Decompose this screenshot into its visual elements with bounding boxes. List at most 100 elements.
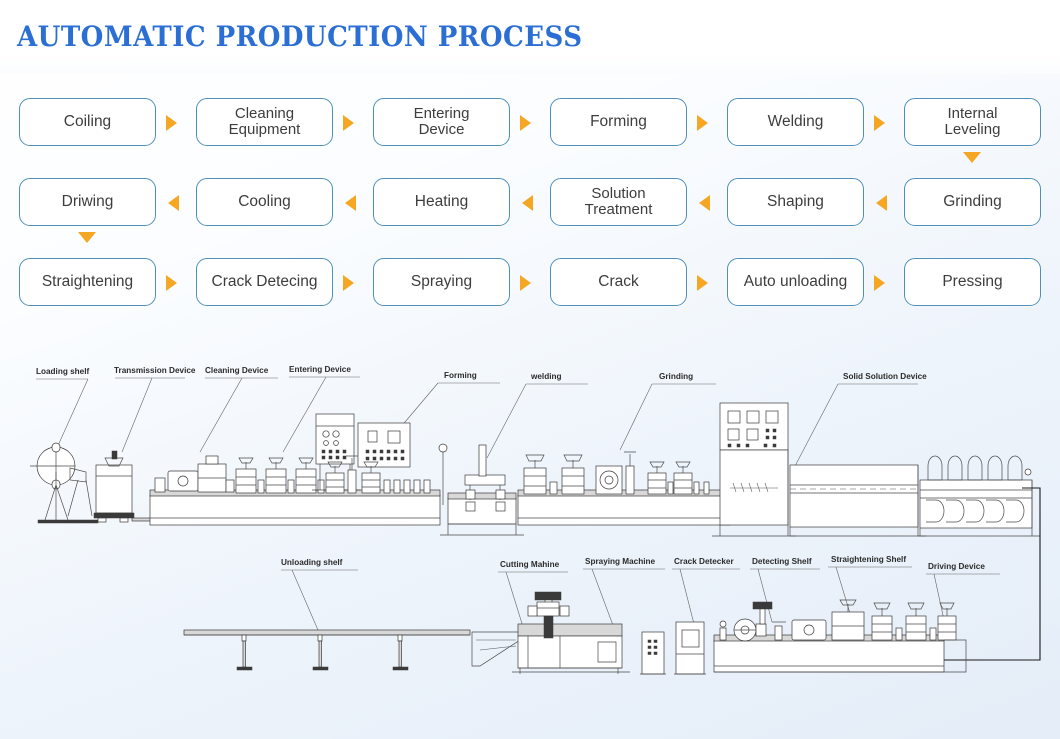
flow-step-welding[interactable]: Welding xyxy=(727,98,864,146)
flow-row-3: Straightening Crack Detecing Spraying Cr… xyxy=(0,252,1060,332)
control-cabinet-1 xyxy=(312,413,360,491)
flow-step-label: Crack xyxy=(598,272,639,290)
arrow-right-icon xyxy=(874,115,885,131)
flow-step-solution-treatment[interactable]: Solution Treatment xyxy=(550,178,687,226)
flow-step-pressing[interactable]: Pressing xyxy=(904,258,1041,306)
detecting-wheel xyxy=(733,601,773,642)
arrow-left-icon xyxy=(168,195,179,211)
flow-step-label: Solution xyxy=(591,184,646,202)
flow-step-label: Equipment xyxy=(228,121,301,138)
flow-step-shaping[interactable]: Shaping xyxy=(727,178,864,226)
label-grinding: Grinding xyxy=(659,372,693,381)
flow-step-label: Internal xyxy=(947,104,998,122)
flow-step-auto-unloading[interactable]: Auto unloading xyxy=(727,258,864,306)
flow-step-grinding[interactable]: Grinding xyxy=(904,178,1041,226)
flow-step-crack[interactable]: Crack xyxy=(550,258,687,306)
label-cutting-mahine: Cutting Mahine xyxy=(500,560,560,569)
label-transmission-device: Transmission Device xyxy=(114,366,196,375)
roller-stands-d xyxy=(871,602,957,641)
diagram-bottom-leaders xyxy=(281,566,1000,631)
arrow-right-icon xyxy=(697,275,708,291)
flow-step-label: Treatment xyxy=(584,201,653,218)
machine-bed-2 xyxy=(517,494,731,526)
machine-straightening-motor xyxy=(791,599,865,641)
flow-step-label: Auto unloading xyxy=(743,272,848,290)
roller-stands-c xyxy=(523,451,710,495)
top-machine-row xyxy=(30,402,1040,537)
flow-step-label: Pressing xyxy=(942,272,1003,290)
label-unloading-shelf: Unloading shelf xyxy=(281,558,343,567)
flow-row-1: Coiling Cleaning Equipment Entering Devi… xyxy=(0,92,1060,172)
machine-unloading-shelf xyxy=(183,629,471,671)
machine-bed-1 xyxy=(149,494,441,526)
flow-step-crack-detecing[interactable]: Crack Detecing xyxy=(196,258,333,306)
machine-cleaning-tank xyxy=(93,450,161,523)
title-bar: AUTOMATIC PRODUCTION PROCESS xyxy=(0,0,1060,74)
arrow-right-icon xyxy=(166,115,177,131)
label-spraying-machine: Spraying Machine xyxy=(585,557,656,566)
roller-stands-a xyxy=(235,457,325,494)
machine-cutting xyxy=(471,591,630,674)
machine-solution-furnace xyxy=(712,449,926,537)
label-welding: welding xyxy=(530,372,561,381)
label-detecting-shelf: Detecting Shelf xyxy=(752,557,812,566)
flow-step-label: Cleaning xyxy=(234,104,295,122)
label-loading-shelf: Loading shelf xyxy=(36,367,89,376)
machine-detecting-shelf xyxy=(713,599,967,673)
flow-step-straightening[interactable]: Straightening xyxy=(19,258,156,306)
diagram-top-labels: Loading shelf Transmission Device Cleani… xyxy=(36,365,927,381)
flow-step-label: Welding xyxy=(767,112,824,130)
arrow-right-icon xyxy=(166,275,177,291)
machine-turks-head xyxy=(595,465,623,495)
arrow-right-icon xyxy=(343,275,354,291)
flow-step-label: Forming xyxy=(590,112,647,130)
flow-step-label: Crack Detecing xyxy=(211,272,318,290)
label-cleaning-device: Cleaning Device xyxy=(205,366,269,375)
production-line-diagram: Loading shelf Transmission Device Cleani… xyxy=(0,340,1060,739)
flow-step-label: Driwing xyxy=(61,192,114,210)
control-cabinet-3 xyxy=(719,402,789,451)
process-flow-chart: Coiling Cleaning Equipment Entering Devi… xyxy=(0,92,1060,332)
cutting-head xyxy=(527,591,570,639)
flow-row-2: Driwing Cooling Heating Solution Treatme… xyxy=(0,172,1060,252)
flow-step-label: Spraying xyxy=(410,272,473,290)
label-solid-solution-device: Solid Solution Device xyxy=(843,372,927,381)
flow-step-label: Cooling xyxy=(238,192,291,210)
diagram-bottom-labels: Unloading shelf Cutting Mahine Spraying … xyxy=(281,555,985,571)
bottom-machine-row xyxy=(183,591,967,675)
arrow-left-icon xyxy=(699,195,710,211)
label-crack-detecker: Crack Detecker xyxy=(674,557,734,566)
arrow-down-icon xyxy=(78,232,96,243)
flow-step-coiling[interactable]: Coiling xyxy=(19,98,156,146)
flow-step-internal-leveling[interactable]: Internal Leveling xyxy=(904,98,1041,146)
machine-decoiler xyxy=(30,442,99,524)
label-straightening-shelf: Straightening Shelf xyxy=(831,555,906,564)
flow-step-label: Straightening xyxy=(41,272,134,290)
arrow-right-icon xyxy=(343,115,354,131)
flow-step-forming[interactable]: Forming xyxy=(550,98,687,146)
label-driving-device: Driving Device xyxy=(928,562,985,571)
arrow-right-icon xyxy=(520,115,531,131)
machine-spraying xyxy=(640,631,666,675)
label-entering-device: Entering Device xyxy=(289,365,351,374)
arrow-down-icon xyxy=(963,152,981,163)
flow-step-label: Leveling xyxy=(944,121,1001,138)
flow-step-label: Shaping xyxy=(767,192,824,210)
flow-step-cooling[interactable]: Cooling xyxy=(196,178,333,226)
flow-step-driwing[interactable]: Driwing xyxy=(19,178,156,226)
arrow-right-icon xyxy=(520,275,531,291)
label-forming: Forming xyxy=(444,371,477,380)
flow-step-entering-device[interactable]: Entering Device xyxy=(373,98,510,146)
flow-step-spraying[interactable]: Spraying xyxy=(373,258,510,306)
machine-crack-detector xyxy=(674,621,706,675)
diagram-top-leaders xyxy=(36,376,918,469)
control-cabinet-2 xyxy=(357,422,411,468)
arrow-right-icon xyxy=(874,275,885,291)
machine-welding-station xyxy=(438,443,524,536)
flow-step-label: Heating xyxy=(414,192,469,210)
page-title: AUTOMATIC PRODUCTION PROCESS xyxy=(17,20,583,53)
flow-step-cleaning-equipment[interactable]: Cleaning Equipment xyxy=(196,98,333,146)
flow-step-heating[interactable]: Heating xyxy=(373,178,510,226)
machine-cooling-section xyxy=(918,455,1040,537)
machine-transmission-unit xyxy=(154,455,235,493)
